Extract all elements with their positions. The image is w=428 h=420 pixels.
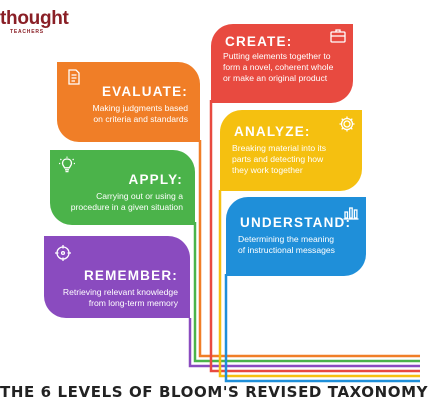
level-desc-analyze: Breaking material into its parts and det… [232, 143, 350, 176]
gear-icon [339, 116, 355, 132]
desc-line: they work together [232, 165, 303, 175]
line-create [209, 100, 420, 373]
logo-word: thought [0, 8, 69, 29]
level-desc-evaluate: Making judgments based on criteria and s… [69, 103, 188, 125]
desc-line: on criteria and standards [93, 114, 188, 124]
level-card-understand: UNDERSTAND: Determining the meaning of i… [226, 197, 366, 276]
level-desc-apply: Carrying out or using a procedure in a g… [62, 191, 183, 213]
level-card-evaluate: EVALUATE: Making judgments based on crit… [57, 62, 200, 142]
desc-line: procedure in a given situation [70, 202, 183, 212]
desc-line: parts and detecting how [232, 154, 324, 164]
desc-line: form a novel, coherent whole [223, 62, 334, 72]
line-evaluate [198, 140, 420, 358]
level-title-evaluate: EVALUATE: [101, 84, 188, 99]
level-title-remember: REMEMBER: [83, 268, 178, 283]
desc-line: of instructional messages [238, 245, 335, 255]
level-desc-understand: Determining the meaning of instructional… [238, 234, 354, 256]
level-title-create: CREATE: [225, 34, 293, 49]
desc-line: Determining the meaning [238, 234, 335, 244]
target-icon [55, 245, 71, 261]
level-card-apply: APPLY: Carrying out or using a procedure… [50, 150, 195, 225]
document-icon [68, 69, 80, 85]
level-title-apply: APPLY: [128, 172, 183, 187]
desc-line: or make an original product [223, 73, 328, 83]
logo-subtitle: TEACHERS [10, 29, 44, 35]
level-title-analyze: ANALYZE: [234, 124, 311, 139]
lightbulb-icon [59, 156, 75, 173]
desc-line: from long-term memory [88, 298, 178, 308]
line-remember [188, 318, 420, 368]
line-analyze [218, 190, 420, 378]
level-card-analyze: ANALYZE: Breaking material into its part… [220, 110, 362, 191]
line-understand [224, 274, 420, 383]
desc-line: Breaking material into its [232, 143, 327, 153]
logo: thought TEACHERS [0, 8, 69, 38]
bar-chart-icon [343, 207, 359, 220]
desc-line: Making judgments based [92, 103, 188, 113]
desc-line: Carrying out or using a [96, 191, 183, 201]
desc-line: Putting elements together to [223, 51, 331, 61]
line-apply [193, 222, 420, 363]
page-title: THE 6 LEVELS OF BLOOM'S REVISED TAXONOMY [0, 383, 428, 401]
level-title-understand: UNDERSTAND: [240, 215, 352, 230]
briefcase-icon [330, 29, 346, 43]
level-desc-create: Putting elements together to form a nove… [223, 51, 341, 84]
level-desc-remember: Retrieving relevant knowledge from long-… [56, 287, 178, 309]
desc-line: Retrieving relevant knowledge [62, 287, 178, 297]
level-card-create: CREATE: Putting elements together to for… [211, 24, 353, 103]
level-card-remember: REMEMBER: Retrieving relevant knowledge … [44, 236, 190, 318]
